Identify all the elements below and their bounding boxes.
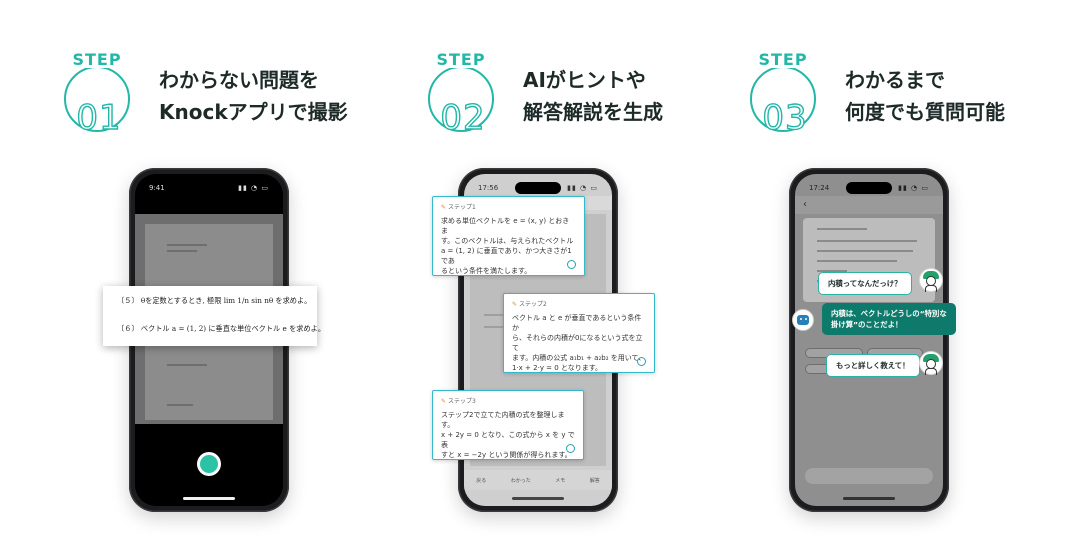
hint-step1-label: ✎ ステップ1 bbox=[441, 204, 476, 211]
dynamic-island bbox=[846, 182, 892, 194]
step-1-number: 01 bbox=[76, 98, 122, 138]
hint-card-step3[interactable]: ✎ ステップ3 ステップ2で立てた内積の式を整理します。 x + 2y = 0 … bbox=[432, 390, 584, 460]
home-indicator bbox=[183, 497, 235, 500]
status-bar: 17:56▮▮ ◔ ▭ bbox=[478, 184, 598, 192]
shutter-button[interactable] bbox=[197, 452, 221, 476]
hint-step2-label: ✎ ステップ2 bbox=[512, 301, 547, 308]
step-3-number: 03 bbox=[762, 98, 808, 138]
home-indicator bbox=[843, 497, 895, 500]
hint-card-step1[interactable]: ✎ ステップ1 求める単位ベクトルを e = (x, y) とおきま す。このベ… bbox=[432, 196, 585, 276]
status-bar: 9:41▮▮ ◔ ▭ bbox=[149, 184, 269, 192]
step-2-badge: 02 bbox=[428, 66, 494, 138]
hint-step3-text: ステップ2で立てた内積の式を整理します。 x + 2y = 0 となり、この式か… bbox=[441, 411, 575, 459]
step-2-label: STEP bbox=[426, 52, 496, 68]
tab-answer[interactable]: 解答 bbox=[589, 477, 600, 484]
chat-header: ‹ bbox=[795, 196, 943, 214]
step-1-label: STEP bbox=[62, 52, 132, 68]
ai-answer-bubble: 内積は、ベクトルどうしの“特別な掛け算”のことだよ！ bbox=[822, 303, 956, 335]
hint-card-step2[interactable]: ✎ ステップ2 ベクトル a と e が垂直であるという条件か ら、それらの内積… bbox=[503, 293, 655, 373]
student-avatar-icon bbox=[919, 351, 943, 375]
step-2-number: 02 bbox=[440, 98, 486, 138]
back-chevron-icon[interactable]: ‹ bbox=[803, 199, 807, 210]
message-input[interactable] bbox=[805, 468, 933, 484]
step-3-label: STEP bbox=[748, 52, 818, 68]
home-indicator bbox=[512, 497, 564, 500]
dynamic-island bbox=[186, 182, 232, 194]
user-question-bubble: 内積ってなんだっけ？ bbox=[818, 272, 912, 295]
step-2-title: AIがヒントや解答解説を生成 bbox=[523, 68, 663, 124]
tab-memo[interactable]: メモ bbox=[555, 477, 566, 484]
question-5: 〔５〕 θを定数とするとき, 極限 lim 1/n sin nθ を求めよ。 bbox=[117, 296, 312, 305]
hint-step1-text: 求める単位ベクトルを e = (x, y) とおきま す。このベクトルは、与えら… bbox=[441, 217, 574, 275]
question-6: 〔６〕 ベクトル a = (1, 2) に垂直な単位ベクトル e を求めよ。 bbox=[117, 324, 326, 333]
tab-understood[interactable]: わかった bbox=[510, 477, 531, 484]
phone-chat: 17:24▮▮ ◔ ▭ ‹ bbox=[789, 168, 949, 512]
hint-step3-label: ✎ ステップ3 bbox=[441, 398, 476, 405]
chat-icon[interactable] bbox=[637, 357, 646, 366]
tab-back[interactable]: 戻る bbox=[476, 477, 487, 484]
ai-robot-icon bbox=[792, 309, 814, 331]
bottom-tab-bar: 戻る わかった メモ 解答 bbox=[464, 470, 612, 490]
step-3-badge: 03 bbox=[750, 66, 816, 138]
chat-icon[interactable] bbox=[567, 260, 576, 269]
step-1-badge: 01 bbox=[64, 66, 130, 138]
status-bar: 17:24▮▮ ◔ ▭ bbox=[809, 184, 929, 192]
user-followup-bubble: もっと詳しく教えて！ bbox=[826, 354, 920, 377]
hint-step2-text: ベクトル a と e が垂直であるという条件か ら、それらの内積が0になるという… bbox=[512, 314, 646, 372]
dynamic-island bbox=[515, 182, 561, 194]
student-avatar-icon bbox=[919, 268, 943, 292]
chat-icon[interactable] bbox=[566, 444, 575, 453]
cropped-question-card: 〔５〕 θを定数とするとき, 極限 lim 1/n sin nθ を求めよ。 〔… bbox=[103, 286, 325, 346]
chat-screen: 17:24▮▮ ◔ ▭ ‹ bbox=[795, 174, 943, 506]
step-3-title: わかるまで何度でも質問可能 bbox=[845, 68, 1005, 124]
